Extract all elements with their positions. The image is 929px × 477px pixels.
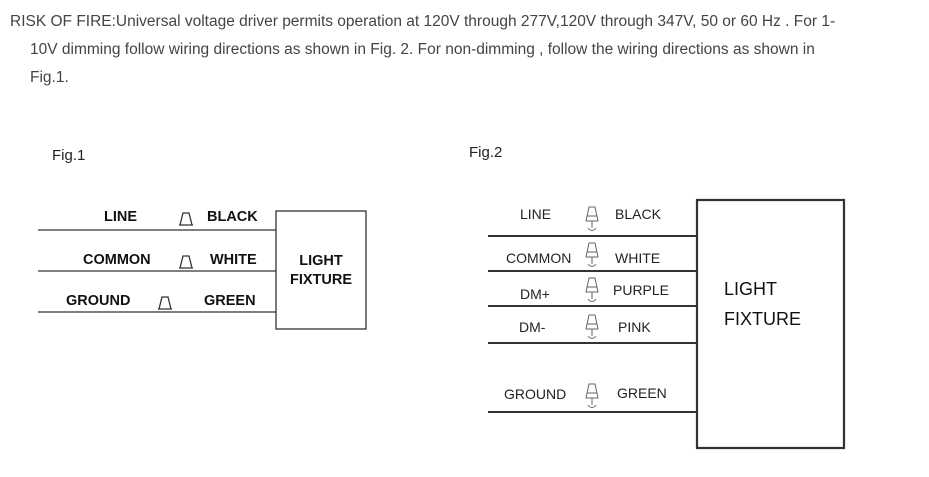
fig2-title: Fig.2 bbox=[469, 144, 503, 161]
fig1-label-common: COMMON bbox=[83, 252, 151, 268]
fig1-connector-icon bbox=[158, 296, 172, 310]
fig2-label-white: WHITE bbox=[615, 250, 661, 266]
fire-risk-notice: RISK OF FIRE:Universal voltage driver pe… bbox=[10, 8, 915, 92]
fig1-fixture-line1: LIGHT bbox=[299, 253, 343, 269]
fig1-connector-icon bbox=[179, 212, 193, 226]
fig2-connector-icon bbox=[585, 277, 599, 302]
fig2-connector-icon bbox=[585, 242, 599, 267]
fig2-fixture-box bbox=[695, 198, 846, 450]
fig2-connector-icon bbox=[585, 314, 599, 339]
fig1-fixture-label: LIGHT FIXTURE bbox=[276, 252, 366, 290]
fig1-fixture-line2: FIXTURE bbox=[289, 272, 353, 288]
fig2-label-ground: GROUND bbox=[504, 386, 567, 402]
fig2-fixture-line2: FIXTURE bbox=[724, 309, 802, 329]
fig1-connector-icon bbox=[179, 255, 193, 269]
fig1-title: Fig.1 bbox=[52, 147, 86, 164]
fig1-label-green: GREEN bbox=[204, 293, 256, 309]
notice-line-1: RISK OF FIRE:Universal voltage driver pe… bbox=[10, 13, 836, 30]
fig2-label-purple: PURPLE bbox=[613, 282, 670, 298]
fig2-connector-icon bbox=[585, 383, 599, 408]
fig2-label-dm-minus: DM- bbox=[519, 319, 546, 335]
fig2-label-black: BLACK bbox=[615, 206, 661, 222]
fig2-connector-icon bbox=[585, 206, 599, 231]
fig2-label-pink: PINK bbox=[618, 319, 651, 335]
fig1-wiring bbox=[38, 210, 367, 330]
fig2-label-green: GREEN bbox=[617, 385, 667, 401]
notice-line-2: 10V dimming follow wiring directions as … bbox=[30, 41, 815, 58]
fig1-label-line: LINE bbox=[104, 209, 138, 225]
fig2-wiring bbox=[488, 198, 846, 450]
fig2-fixture-label: LIGHT FIXTURE bbox=[724, 274, 801, 334]
fig1-label-white: WHITE bbox=[210, 252, 257, 268]
fig1-fixture-box bbox=[275, 210, 367, 330]
fig1-label-ground: GROUND bbox=[66, 293, 131, 309]
fig2-label-dm-plus: DM+ bbox=[520, 286, 550, 302]
fig2-label-line: LINE bbox=[520, 206, 552, 222]
fig2-label-common: COMMON bbox=[506, 250, 572, 266]
fig1-label-black: BLACK bbox=[207, 209, 258, 225]
notice-line-3: Fig.1. bbox=[30, 69, 69, 86]
fig2-fixture-line1: LIGHT bbox=[724, 279, 778, 299]
